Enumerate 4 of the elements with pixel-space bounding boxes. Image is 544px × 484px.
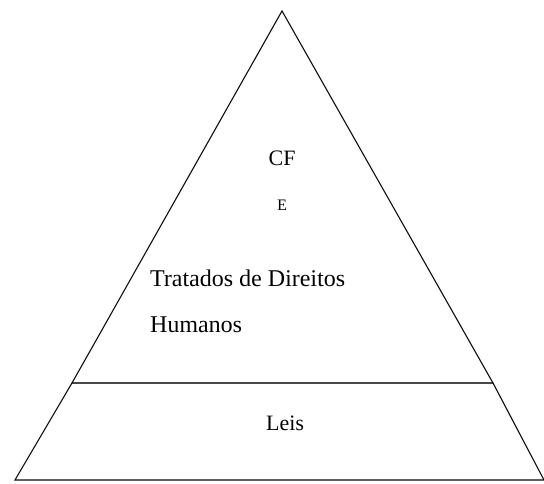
level-label: Tratados de Direitos Humanos bbox=[150, 265, 346, 340]
level-label: CF bbox=[268, 144, 296, 172]
level-label: Leis bbox=[265, 409, 305, 437]
level-label: E bbox=[276, 196, 288, 216]
